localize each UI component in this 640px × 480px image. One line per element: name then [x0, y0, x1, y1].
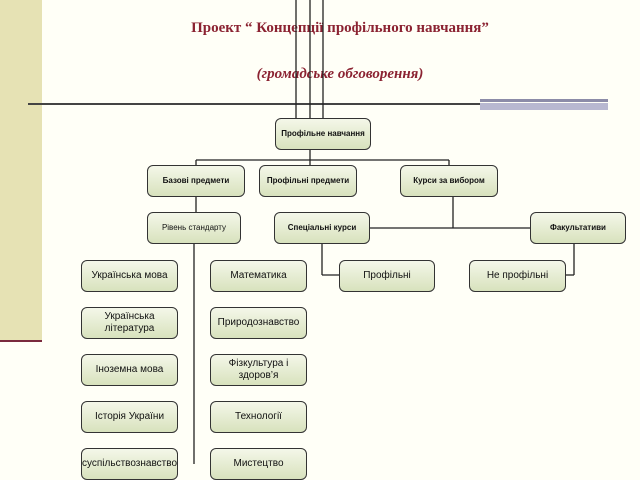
node-profile-subjects: Профільні предмети: [259, 165, 357, 197]
node-mathematics: Математика: [210, 260, 307, 292]
node-history-of-ukraine: Історія України: [81, 401, 178, 433]
node-profiled: Профільні: [339, 260, 435, 292]
node-special-courses: Спеціальні курси: [274, 212, 370, 244]
decorative-bar-shadow: [480, 103, 608, 110]
header-divider: [28, 103, 508, 105]
node-foreign-language: Іноземна мова: [81, 354, 178, 386]
left-sidebar-underline: [0, 340, 42, 342]
node-standard-level: Рівень стандарту: [147, 212, 241, 244]
page-title: Проект “ Концепції профільного навчання”: [191, 20, 489, 36]
node-arts: Мистецтво: [210, 448, 307, 480]
node-profile-education: Профільне навчання: [275, 118, 371, 150]
node-technologies: Технології: [210, 401, 307, 433]
left-sidebar-band: [0, 0, 42, 340]
node-natural-science: Природознавство: [210, 307, 307, 339]
decorative-bar: [480, 99, 608, 102]
node-basic-subjects: Базові предмети: [147, 165, 245, 197]
node-physical-education: Фізкультура і здоров’я: [210, 354, 307, 386]
node-social-studies: суспільствознавство: [81, 448, 178, 480]
node-ukrainian-language: Українська мова: [81, 260, 178, 292]
node-optional-courses: Факультативи: [530, 212, 626, 244]
node-ukrainian-literature: Українська література: [81, 307, 178, 339]
page-subtitle: (громадське обговорення): [256, 66, 424, 82]
node-elective-courses: Курси за вибором: [400, 165, 498, 197]
node-non-profiled: Не профільні: [469, 260, 566, 292]
